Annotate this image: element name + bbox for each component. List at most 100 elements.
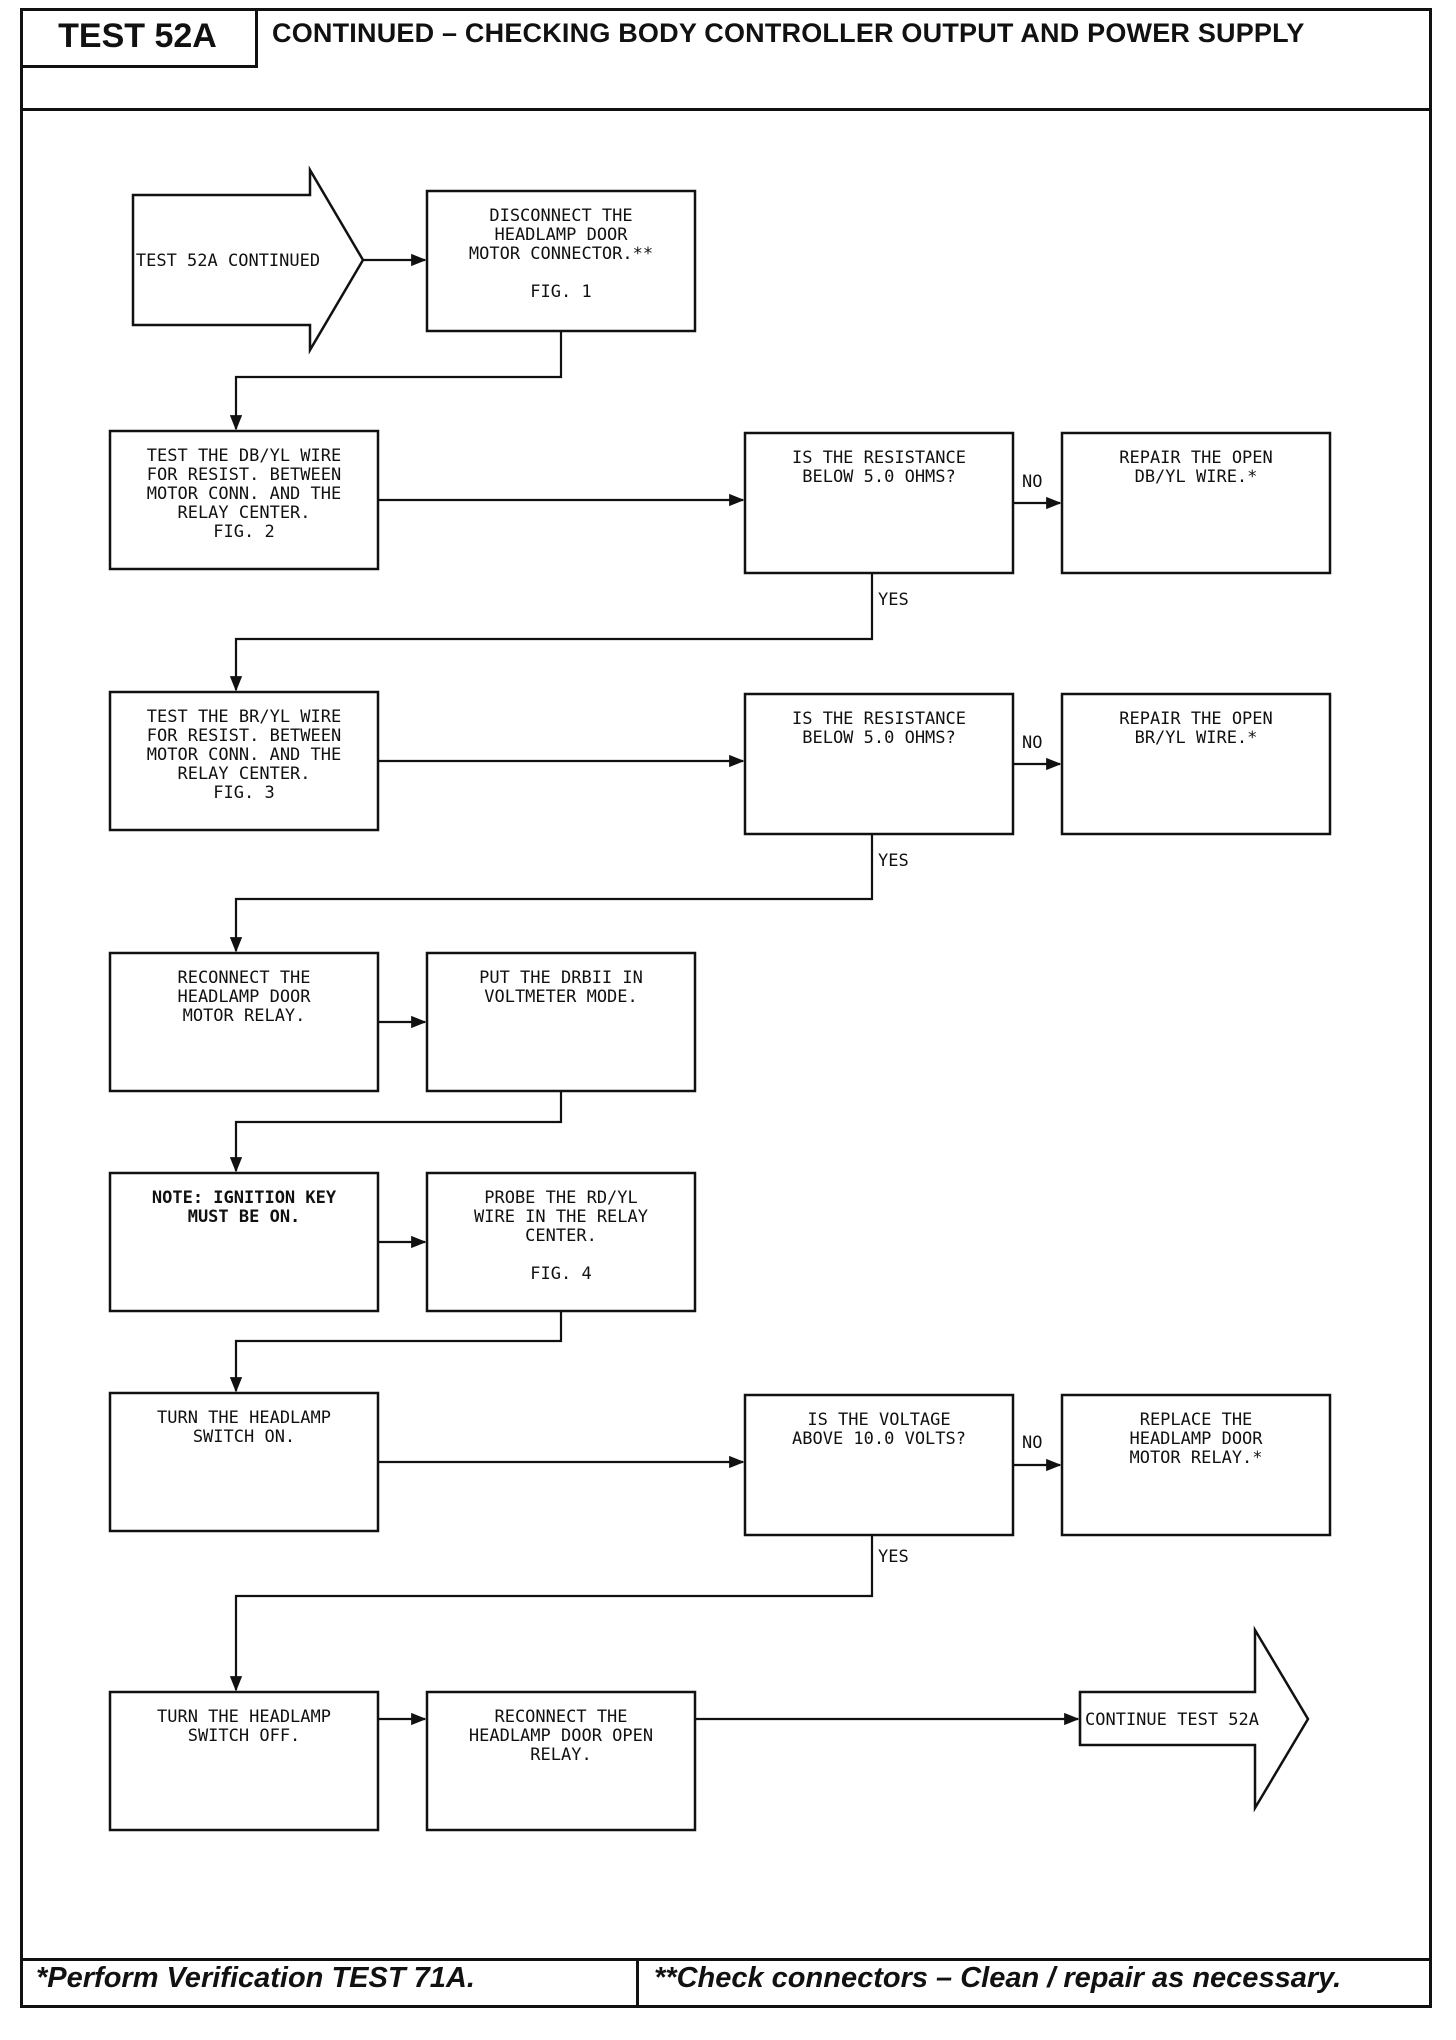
connector-drbii-to-note <box>229 1091 563 1173</box>
box-text-line: RELAY CENTER. <box>177 764 310 784</box>
box-text-line: HEADLAMP DOOR <box>1129 1429 1263 1449</box>
box-outline <box>425 1171 697 1313</box>
box-text-line: BELOW 5.0 OHMS? <box>802 728 956 748</box>
no-label: NO <box>1022 733 1042 753</box>
footer-note-left: *Perform Verification TEST 71A. <box>36 1962 475 1994</box>
box-text-line: REPAIR THE OPEN <box>1119 709 1273 729</box>
box-text-line: BELOW 5.0 OHMS? <box>802 467 956 487</box>
box-outline <box>1060 692 1332 836</box>
box-text-line: HEADLAMP DOOR <box>177 987 311 1007</box>
yes-label: YES <box>878 851 909 871</box>
box-text-line: IS THE RESISTANCE <box>792 448 966 468</box>
box-text-line: VOLTMETER MODE. <box>484 987 638 1007</box>
connector-q-res2-yes <box>229 834 874 953</box>
box-text-line: SWITCH OFF. <box>188 1726 301 1746</box>
box-text-line: FIG. 2 <box>213 522 274 542</box>
box-text-line: HEADLAMP DOOR OPEN <box>469 1726 653 1746</box>
box-outline <box>743 692 1015 836</box>
box-text-line: IS THE RESISTANCE <box>792 709 966 729</box>
box-text-line: MOTOR CONN. AND THE <box>147 745 341 765</box>
box-text-line: TEST THE BR/YL WIRE <box>147 707 341 727</box>
box-text-line: BR/YL WIRE.* <box>1135 728 1258 748</box>
box-text-line: MUST BE ON. <box>188 1207 301 1227</box>
connector-q-res1-yes <box>229 573 874 692</box>
start-arrow-label: TEST 52A CONTINUED <box>136 251 320 271</box>
box-outline <box>108 1171 380 1313</box>
box-text-line: TEST THE DB/YL WIRE <box>147 446 341 466</box>
box-outline <box>108 1690 380 1832</box>
box-outline <box>743 431 1015 575</box>
box-text-line: DISCONNECT THE <box>489 206 632 226</box>
box-text-line: MOTOR RELAY.* <box>1129 1448 1262 1468</box>
box-text-line: MOTOR CONNECTOR.** <box>469 244 653 264</box>
test-id-cell: TEST 52A <box>20 8 258 68</box>
box-text-line: FIG. 3 <box>213 783 274 803</box>
header-divider <box>20 108 1432 111</box>
end-arrow-shape <box>1078 1625 1310 1813</box>
box-text-line: REPLACE THE <box>1140 1410 1253 1430</box>
box-text-line: RELAY CENTER. <box>177 503 310 523</box>
yes-label: YES <box>878 1547 909 1567</box>
end-arrow: CONTINUE TEST 52A <box>1078 1625 1310 1813</box>
box-text-line: FIG. 1 <box>530 282 591 302</box>
page-title: CONTINUED – CHECKING BODY CONTROLLER OUT… <box>272 18 1305 48</box>
start-arrow-shape <box>131 165 365 355</box>
connector-q-volt-yes <box>229 1535 874 1692</box>
start-arrow: TEST 52A CONTINUED <box>131 165 365 355</box>
box-outline <box>743 1393 1015 1537</box>
box-text-line: WIRE IN THE RELAY <box>474 1207 648 1227</box>
box-text-line: NOTE: IGNITION KEY <box>152 1188 337 1208</box>
box-text-line: RELAY. <box>530 1745 591 1765</box>
box-text-line: TURN THE HEADLAMP <box>157 1408 331 1428</box>
end-arrow-label: CONTINUE TEST 52A <box>1085 1710 1259 1730</box>
box-text-line: CENTER. <box>525 1226 597 1246</box>
box-text-line: RECONNECT THE <box>177 968 310 988</box>
box-text-line: ABOVE 10.0 VOLTS? <box>792 1429 966 1449</box>
connector-probe-to-switch-on <box>229 1311 563 1393</box>
box-outline <box>425 1690 697 1832</box>
box-outline <box>108 429 380 571</box>
box-text-line: IS THE VOLTAGE <box>807 1410 950 1430</box>
yes-label: YES <box>878 590 909 610</box>
box-outline <box>108 951 380 1093</box>
box-outline <box>108 690 380 832</box>
box-outline <box>108 1391 380 1533</box>
footer-note-right: **Check connectors – Clean / repair as n… <box>654 1962 1342 1994</box>
no-label: NO <box>1022 1433 1042 1453</box>
box-text-line: FOR RESIST. BETWEEN <box>147 465 341 485</box>
box-text-line: REPAIR THE OPEN <box>1119 448 1273 468</box>
box-outline <box>1060 431 1332 575</box>
no-label: NO <box>1022 472 1042 492</box>
connector-disconnect-to-test-dbyl <box>229 331 563 431</box>
box-outline <box>1060 1393 1332 1537</box>
box-text-line: PUT THE DRBII IN <box>479 968 643 988</box>
box-text-line: TURN THE HEADLAMP <box>157 1707 331 1727</box>
box-text-line: SWITCH ON. <box>193 1427 295 1447</box>
box-text-line: MOTOR CONN. AND THE <box>147 484 341 504</box>
page-frame <box>20 8 1432 2008</box>
box-text-line: FIG. 4 <box>530 1264 591 1284</box>
box-text-line: FOR RESIST. BETWEEN <box>147 726 341 746</box>
footer-split <box>636 1958 639 2008</box>
box-text-line: RECONNECT THE <box>494 1707 627 1727</box>
box-outline <box>425 189 697 333</box>
box-outline <box>425 951 697 1093</box>
box-text-line: PROBE THE RD/YL <box>484 1188 638 1208</box>
box-text-line: HEADLAMP DOOR <box>494 225 628 245</box>
box-text-line: MOTOR RELAY. <box>183 1006 306 1026</box>
